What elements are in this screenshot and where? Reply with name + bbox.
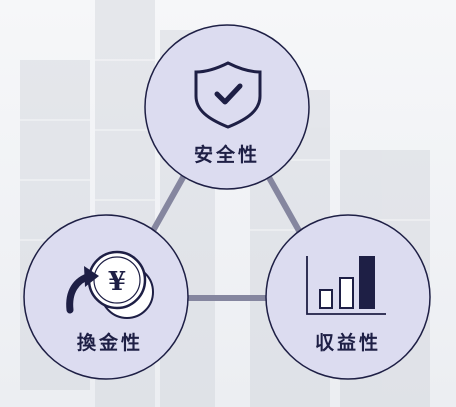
bar-chart-icon bbox=[306, 256, 386, 315]
node-label-safety: 安全性 bbox=[193, 144, 260, 166]
node-label-profitability: 収益性 bbox=[314, 332, 381, 354]
shield-check-icon bbox=[194, 61, 262, 129]
node-label-liquidity: 換金性 bbox=[76, 332, 143, 354]
yen-coins-arrow-icon: ¥ bbox=[66, 250, 154, 319]
svg-text:¥: ¥ bbox=[108, 267, 126, 297]
node-safety-circle bbox=[144, 24, 310, 190]
